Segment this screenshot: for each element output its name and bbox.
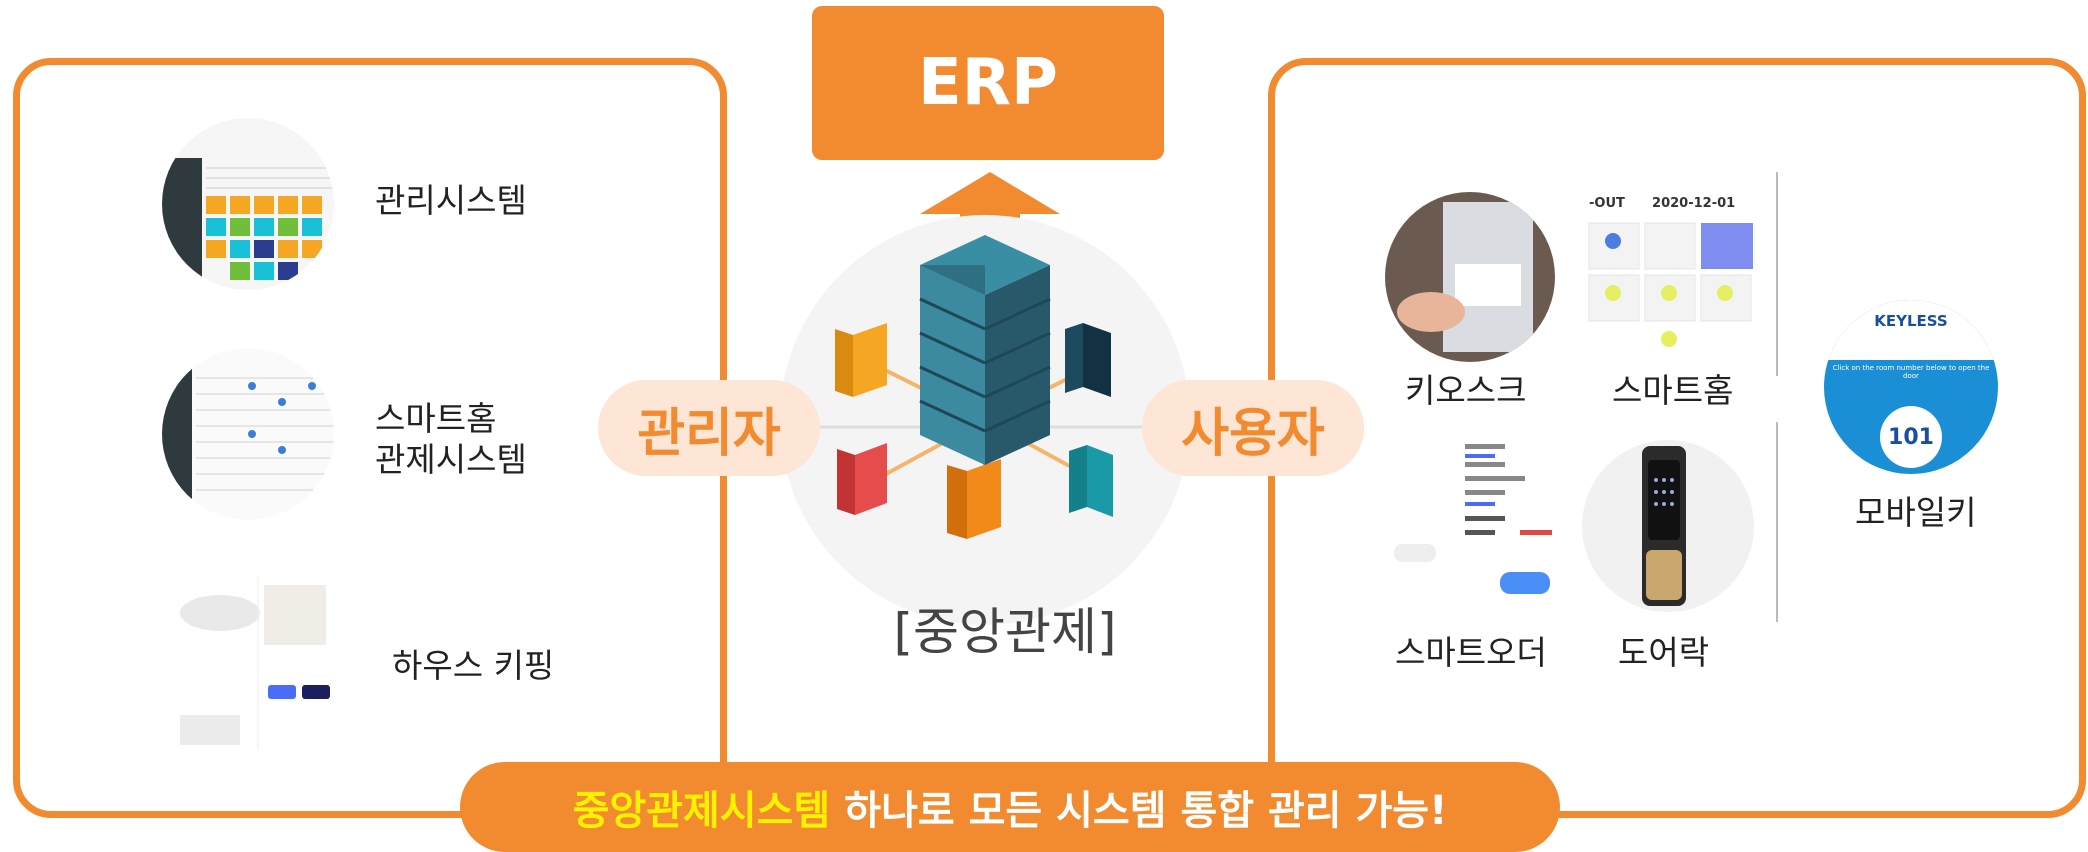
central-server-illustration	[780, 215, 1190, 625]
server-amber-icon	[947, 459, 1001, 539]
smarthome-app-thumbnail: -OUT 2020-12-01	[1583, 192, 1758, 360]
banner-text: 하나로 모든 시스템 통합 관리 가능!	[844, 788, 1448, 834]
door-lock-label: 도어락	[1618, 633, 1710, 672]
server-red-icon	[837, 443, 887, 515]
smarthome-label: 스마트홈	[1612, 371, 1734, 410]
server-teal-icon	[1069, 445, 1113, 517]
smarthome-app-date: -OUT 2020-12-01	[1589, 196, 1736, 211]
kiosk-label: 키오스크	[1405, 371, 1527, 410]
server-navy-icon	[1065, 323, 1111, 397]
user-pill: 사용자	[1142, 380, 1364, 476]
room-number-button: 101	[1880, 406, 1942, 468]
admin-pill: 관리자	[598, 380, 820, 476]
banner-highlight: 중앙관제시스템	[572, 788, 831, 834]
door-lock-thumbnail	[1582, 440, 1754, 612]
housekeeping-label: 하우스 키핑	[392, 646, 555, 685]
central-control-label: [중앙관제]	[893, 603, 1117, 661]
management-system-thumbnail	[162, 118, 334, 290]
mobile-key-label: 모바일키	[1855, 493, 1977, 532]
divider-line	[1776, 422, 1778, 622]
divider-line	[1776, 172, 1778, 376]
server-orange-icon	[835, 323, 887, 397]
housekeeping-thumbnail	[172, 575, 332, 750]
keyless-title: KEYLESS	[1874, 312, 1948, 330]
main-server-stack-icon	[919, 235, 1051, 465]
mobile-key-thumbnail: KEYLESS Click on the room number below t…	[1824, 300, 1998, 474]
keyless-subtitle: Click on the room number below to open t…	[1832, 364, 1990, 380]
bottom-banner: 중앙관제시스템 하나로 모든 시스템 통합 관리 가능!	[460, 762, 1560, 852]
smarthome-control-thumbnail	[162, 348, 334, 520]
management-system-label: 관리시스템	[375, 181, 527, 220]
kiosk-thumbnail	[1385, 192, 1555, 362]
smart-order-label: 스마트오더	[1395, 633, 1547, 672]
smart-order-thumbnail	[1390, 432, 1560, 602]
smarthome-control-label: 스마트홈 관제시스템	[375, 399, 527, 480]
erp-box: ERP	[812, 6, 1164, 160]
